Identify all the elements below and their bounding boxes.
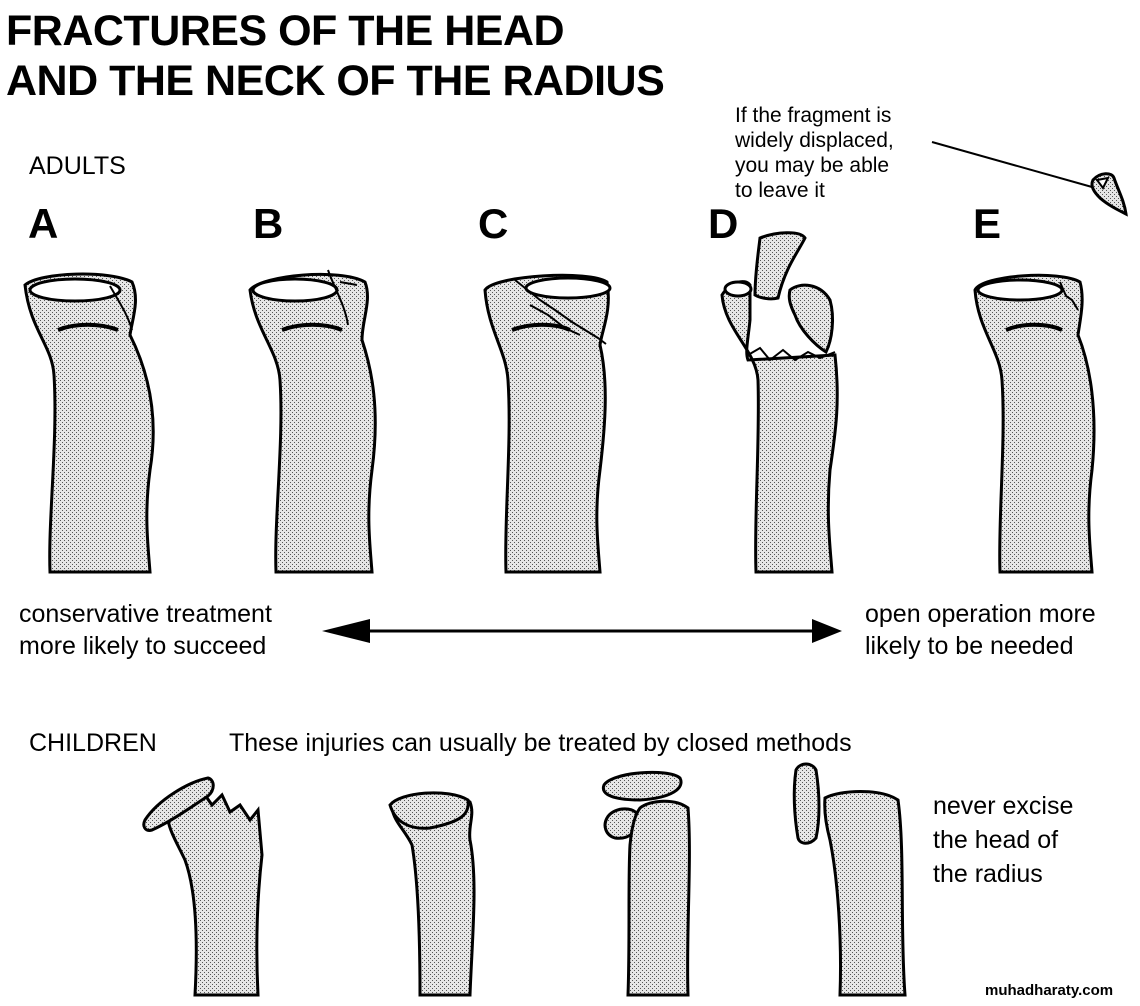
children-note: never excise the head of the radius (933, 789, 1073, 891)
adult-bone-a (23, 272, 155, 574)
fragment-pointer-line (931, 141, 1093, 188)
children-note-line-2: the head of (933, 826, 1059, 854)
fragment-note-line-3: you may be able (735, 154, 890, 177)
fragment-note-line-2: widely displaced, (735, 129, 894, 152)
adult-bone-e (973, 273, 1096, 574)
title-line-2: AND THE NECK OF THE RADIUS (6, 57, 665, 105)
scale-left-line-2: more likely to succeed (19, 632, 267, 660)
letter-b: B (253, 200, 284, 247)
adult-bone-b (248, 269, 377, 574)
page-title: FRACTURES OF THE HEAD AND THE NECK OF TH… (6, 6, 665, 106)
child-bone-3 (601, 770, 691, 997)
letter-d: D (708, 200, 739, 247)
title-line-1: FRACTURES OF THE HEAD (6, 7, 565, 55)
letter-a: A (28, 200, 59, 247)
letter-c: C (478, 200, 509, 247)
adult-bone-c (483, 273, 612, 574)
children-label: CHILDREN (29, 729, 157, 757)
scale-left-line-1: conservative treatment (19, 600, 272, 628)
scale-right-label: open operation more likely to be needed (865, 598, 1096, 662)
fragment-note: If the fragment is widely displaced, you… (735, 103, 894, 203)
children-caption: These injuries can usually be treated by… (229, 729, 852, 757)
children-note-line-1: never excise (933, 792, 1074, 820)
adults-label: ADULTS (29, 152, 126, 180)
adult-bone-d (720, 231, 839, 574)
floating-fragment (1090, 172, 1128, 217)
fragment-note-line-1: If the fragment is (735, 104, 892, 127)
scale-left-label: conservative treatment more likely to su… (19, 598, 272, 662)
children-note-line-3: the radius (933, 860, 1043, 888)
child-bone-2 (388, 791, 476, 997)
scale-right-line-1: open operation more (865, 600, 1096, 628)
watermark: muhadharaty.com (985, 982, 1114, 999)
letter-e: E (973, 200, 1002, 247)
treatment-scale-arrow (322, 619, 842, 643)
child-bone-1 (142, 776, 264, 997)
child-bone-4 (792, 762, 907, 997)
fragment-note-line-4: to leave it (735, 179, 825, 202)
scale-right-line-2: likely to be needed (865, 632, 1074, 660)
